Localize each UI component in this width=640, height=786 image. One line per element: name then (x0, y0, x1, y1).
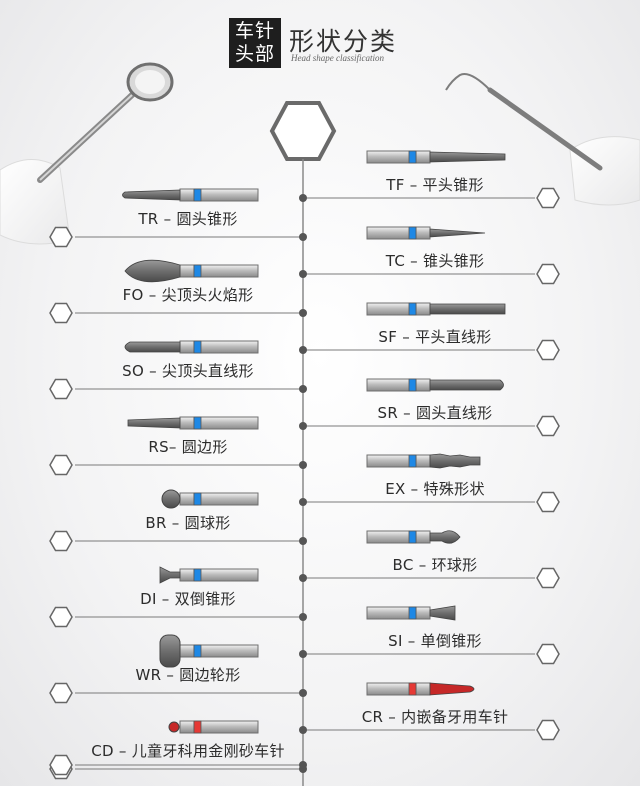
spine-node (299, 194, 307, 202)
right-hexagon (536, 719, 560, 741)
bur-sr (366, 378, 504, 392)
right-hexagon (536, 187, 560, 209)
bur-bc (366, 530, 461, 544)
spine-node (299, 498, 307, 506)
left-hexagon (49, 302, 73, 324)
shape-label-bc: BC – 环球形 (392, 556, 478, 574)
shape-label-tc: TC – 锥头锥形 (385, 252, 485, 270)
bur-fo (124, 259, 259, 283)
top-hexagon (269, 101, 337, 161)
shape-label-cd: CD – 儿童牙科用金刚砂车针 (91, 742, 285, 760)
bur-sf (366, 302, 506, 316)
shape-label-si: SI – 单倒锥形 (388, 632, 482, 650)
right-hexagon (536, 567, 560, 589)
shape-label-ex: EX – 特殊形状 (385, 480, 485, 498)
spine-node (299, 726, 307, 734)
dental-probe-illustration (445, 73, 640, 206)
spine-node (299, 270, 307, 278)
badge-line-1: 车针 (234, 20, 275, 42)
shape-label-tf: TF – 平头锥形 (386, 176, 484, 194)
shape-label-tr: TR – 圆头锥形 (138, 210, 238, 228)
page-title: 形状分类 (289, 27, 398, 56)
left-hexagon (49, 530, 73, 552)
bur-br (161, 489, 259, 509)
spine-node (299, 309, 307, 317)
shape-label-sf: SF – 平头直线形 (378, 328, 492, 346)
bur-tf (366, 150, 506, 164)
page-subtitle: Head shape classification (291, 53, 384, 63)
badge-line-2: 头部 (234, 43, 275, 65)
right-hexagon (536, 415, 560, 437)
bur-si (366, 605, 456, 621)
spine-node (299, 613, 307, 621)
shape-label-so: SO – 尖顶头直线形 (122, 362, 254, 380)
left-hexagon (49, 226, 73, 248)
left-hexagon (49, 454, 73, 476)
right-hexagon (536, 643, 560, 665)
bur-wr (159, 634, 259, 668)
bur-rs (127, 416, 259, 430)
spine-node (299, 537, 307, 545)
spine-node (299, 385, 307, 393)
shape-label-rs: RS– 圆边形 (148, 438, 228, 456)
bur-di (159, 566, 259, 584)
spine-node (299, 761, 307, 769)
right-hexagon (536, 339, 560, 361)
spine-node (299, 650, 307, 658)
dental-mirror-illustration (0, 62, 174, 245)
title-badge: 车针 头部 (229, 18, 281, 68)
spine-node (299, 574, 307, 582)
right-hexagon (536, 263, 560, 285)
right-hexagon (536, 491, 560, 513)
bur-cd (168, 720, 259, 734)
bur-tc (366, 226, 486, 240)
left-hexagon (49, 682, 73, 704)
left-hexagon (49, 378, 73, 400)
spine-node (299, 346, 307, 354)
shape-label-br: BR – 圆球形 (145, 514, 231, 532)
shape-label-wr: WR – 圆边轮形 (135, 666, 241, 684)
bur-so (124, 340, 259, 354)
spine-node (299, 461, 307, 469)
shape-label-cr: CR – 内嵌备牙用车针 (361, 708, 509, 726)
shape-label-di: DI – 双倒锥形 (140, 590, 236, 608)
shape-label-sr: SR – 圆头直线形 (377, 404, 493, 422)
bur-ex (366, 453, 481, 469)
spine-node (299, 422, 307, 430)
bur-tr (122, 188, 259, 202)
spine-node (299, 233, 307, 241)
left-hexagon (49, 754, 73, 776)
spine-node (299, 689, 307, 697)
left-hexagon (49, 606, 73, 628)
bur-cr (366, 682, 475, 696)
shape-label-fo: FO – 尖顶头火焰形 (122, 286, 254, 304)
